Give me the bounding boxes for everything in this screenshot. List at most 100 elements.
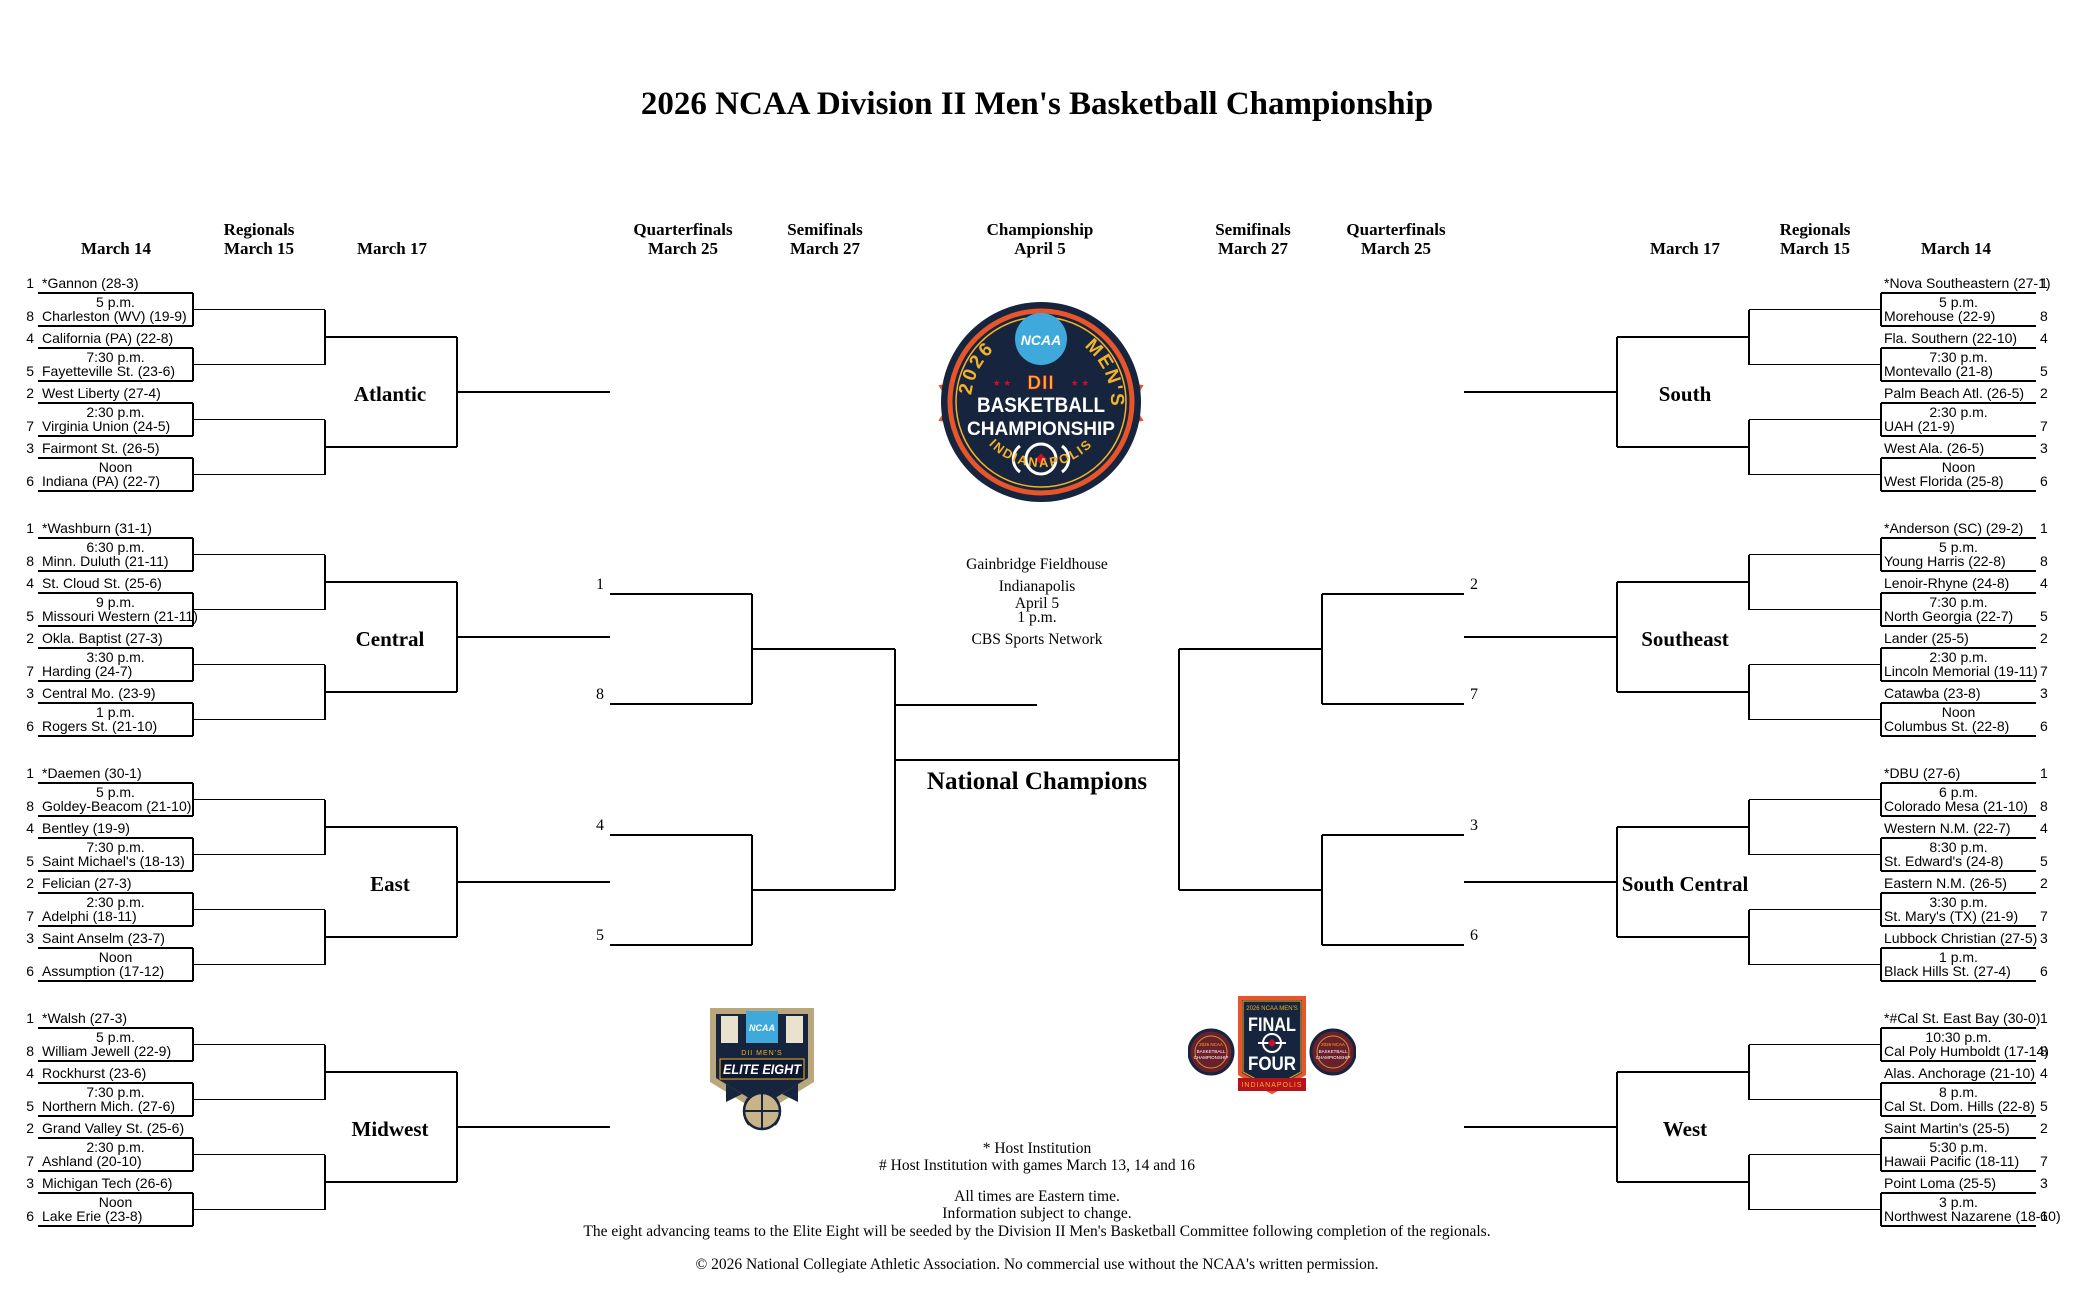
ee-title-text: ELITE EIGHT [723,1061,802,1077]
team-line [1881,925,2036,927]
seed-number: 8 [26,798,34,814]
column-header-date: March 27 [789,239,861,258]
seed-number: 6 [26,718,34,734]
quarterfinal-connector [1321,594,1323,704]
team-name: North Georgia (22-7) [1884,608,2014,624]
game-time: 1 p.m. [1939,948,1978,965]
ee-ncaa-text: NCAA [749,1023,775,1033]
quarterfinal-line [610,834,752,836]
team-line [1881,1082,2036,1084]
team-name: Lenoir-Rhyne (24-8) [1884,575,2010,591]
column-header-date: March 27 [1217,239,1289,258]
seed-number: 7 [26,1153,34,1169]
team-line [1881,592,2036,594]
column-header-round: Quarterfinals [633,220,733,239]
winner-line [1749,963,1881,966]
seed-number: 8 [26,308,34,324]
seed-number: 4 [26,1065,34,1081]
team-name: Colorado Mesa (21-10) [1884,798,2028,814]
footnote-times: All times are Eastern time. [954,1188,1120,1205]
semifinal-winner-line [1617,826,1749,828]
team-line [38,782,193,784]
column-header: March 17 [297,220,487,258]
seed-number: 5 [2040,853,2048,869]
ff-top-text: 2026 NCAA MEN'S [1246,1006,1298,1012]
game-time: 9 p.m. [96,593,135,610]
ee-ball-seam [774,1096,782,1126]
column-header-date: March 15 [1779,239,1851,258]
team-line [38,735,193,737]
team-line [38,647,193,649]
regional-champion-line [1464,391,1617,393]
team-name: Saint Michael's (18-13) [42,853,185,869]
seed-number: 5 [2040,1098,2048,1114]
logo-basketball-text: BASKETBALL [977,394,1105,417]
team-name: Lander (25-5) [1884,630,1969,646]
team-name: Black Hills St. (27-4) [1884,963,2011,979]
winner-line [1749,473,1881,476]
game-connector [1880,1083,1882,1116]
seed-number: 8 [26,1043,34,1059]
team-name: Ashland (20-10) [42,1153,142,1169]
ff-badge-text: CHAMPIONSHIP [1316,1055,1351,1060]
team-line [1881,980,2036,982]
team-line [38,292,193,294]
seed-number: 4 [26,575,34,591]
quarterfinal-seed: 6 [1470,927,1478,944]
seed-number: 3 [26,440,34,456]
team-line [1881,1137,2036,1139]
copyright: © 2026 National Collegiate Athletic Asso… [695,1256,1379,1273]
game-time: Noon [1941,458,1976,475]
team-name: Lubbock Christian (27-5) [1884,930,2038,946]
logo-championship-text: CHAMPIONSHIP [967,419,1115,440]
ff-badge-text: BASKETBALL [1319,1049,1348,1054]
team-name: West Florida (25-8) [1884,473,2004,489]
seed-number: 2 [26,875,34,891]
column-header-round: Semifinals [1215,220,1291,239]
quarterfinal-line [1322,703,1464,705]
game-connector [1880,703,1882,736]
winner-line [193,553,325,556]
elite-eight-logo: NCAA DII MEN'S ELITE EIGHT [710,1008,814,1131]
seed-number: 3 [2040,440,2048,456]
team-line [1881,490,2036,492]
semifinal-winner-line [1617,936,1749,938]
logo-ring-orange [947,308,1135,496]
ee-ncaa-tab [746,1011,778,1043]
semifinal-winner-line [1617,1181,1749,1183]
team-name: Central Mo. (23-9) [42,685,156,701]
team-name: Missouri Western (21-11) [42,608,198,624]
team-line [1881,1170,2036,1172]
column-header-round: Regionals [1779,220,1851,239]
game-time: 2:30 p.m. [1929,648,1988,665]
team-line [1881,625,2036,627]
championship-connector [894,649,896,890]
team-name: Palm Beach Atl. (26-5) [1884,385,2025,401]
ff-badge-text: BASKETBALL [1197,1049,1226,1054]
team-line [38,1115,193,1117]
column-header-date: April 5 [1014,239,1066,258]
game-time: 5 p.m. [1939,538,1978,555]
winner-line [193,308,325,311]
ff-badge-left-ring [1194,1035,1228,1069]
seed-number: 3 [2040,685,2048,701]
column-header-round [1861,220,2051,239]
region-label: Central [355,627,425,651]
footnote-host: * Host Institution [982,1140,1092,1157]
team-line [1881,1225,2036,1227]
game-time: 5 p.m. [96,1028,135,1045]
game-connector [1880,538,1882,571]
winner-line [193,1098,325,1101]
footnote-info: Information subject to change. [942,1205,1132,1222]
team-line [38,347,193,349]
seed-number: 7 [26,663,34,679]
team-name: *Washburn (31-1) [42,520,152,536]
team-name: Saint Martin's (25-5) [1884,1120,2010,1136]
regional-champion-line [1464,636,1617,638]
team-line [38,1170,193,1172]
team-name: *Walsh (27-3) [42,1010,128,1026]
seed-number: 1 [26,1010,34,1026]
footnote-host-hash: # Host Institution with games March 13, … [879,1157,1195,1174]
